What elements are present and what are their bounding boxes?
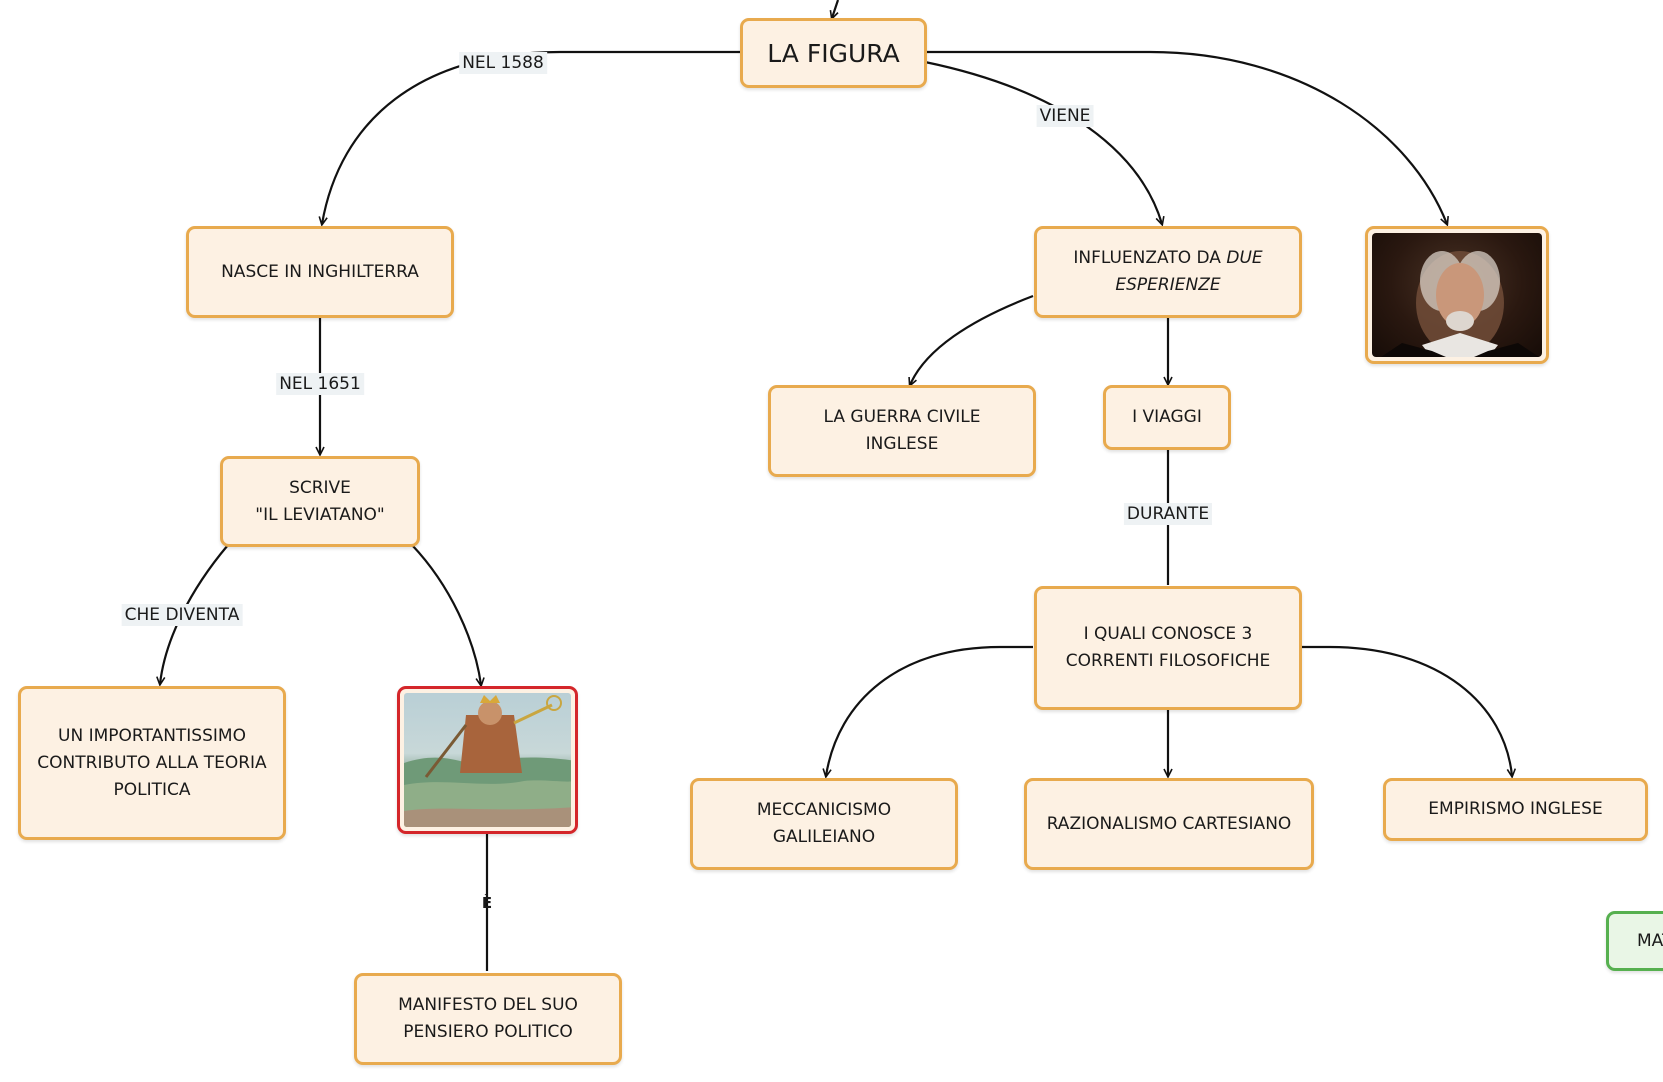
edge-label-e: È [481,894,493,912]
node-contributo-line-3: POLITICA [113,779,191,800]
edge-label-viene: VIENE [1036,105,1094,127]
node-quali-line-1: I QUALI CONOSCE 3 [1083,624,1253,644]
node-razionalismo[interactable]: RAZIONALISMO CARTESIANO [1024,778,1314,870]
node-quali-line-2: CORRENTI FILOSOFICHE [1065,651,1271,671]
node-razionalismo-text: RAZIONALISMO CARTESIANO [1046,813,1292,834]
edge-quali-meccanicismo [826,645,1033,776]
edge-figura-nasce [322,50,740,224]
edge-label-che-diventa: CHE DIVENTA [121,604,243,626]
edge-figura-portrait [925,50,1447,224]
node-manifesto-line-1: MANIFESTO DEL SUO [398,995,578,1015]
node-influenzato[interactable]: INFLUENZATO DA DUE ESPERIENZE [1034,226,1302,318]
edge-figura-influenzato [924,60,1162,224]
portrait-drawing [1381,251,1539,357]
node-guerra-line-2: INGLESE [865,434,939,454]
node-meccanicismo-line-2: GALILEIANO [772,827,876,847]
node-scrive-leviatano[interactable]: SCRIVE "IL LEVIATANO" [220,456,420,547]
portrait-image [1372,233,1542,357]
node-green-partial[interactable]: MAT [1606,911,1663,971]
node-viaggi-text: I VIAGGI [1132,407,1202,427]
node-meccanicismo[interactable]: MECCANICISMO GALILEIANO [690,778,958,870]
node-green-text: MAT [1637,930,1663,951]
node-nasce-in-inghilterra[interactable]: NASCE IN INGHILTERRA [186,226,454,318]
node-manifesto-line-2: PENSIERO POLITICO [403,1022,573,1042]
node-i-viaggi[interactable]: I VIAGGI [1103,385,1231,450]
node-guerra-line-1: LA GUERRA CIVILE [823,407,981,427]
node-empirismo-text: EMPIRISMO INGLESE [1428,799,1603,819]
node-portrait-image[interactable] [1365,226,1549,364]
node-contributo-teoria-politica[interactable]: UN IMPORTANTISSIMO CONTRIBUTO ALLA TEORI… [18,686,286,840]
edge-label-nel-1651: NEL 1651 [276,373,364,395]
edge-label-durante: DURANTE [1123,503,1213,525]
node-scrive-line-2: "IL LEVIATANO" [255,504,385,525]
node-leviathan-image[interactable] [397,686,578,834]
node-la-figura-text: LA FIGURA [767,38,900,68]
node-influenzato-line-1: INFLUENZATO DA DUE [1073,245,1262,272]
node-la-figura[interactable]: LA FIGURA [740,18,927,88]
influenzato-italic-due: DUE [1226,248,1263,268]
edge-quali-empirismo [1302,645,1512,776]
leviathan-image [404,693,571,827]
edge-label-nel-1588: NEL 1588 [459,52,547,74]
edge-influenzato-guerra [910,294,1034,385]
node-guerra-civile[interactable]: LA GUERRA CIVILE INGLESE [768,385,1036,477]
node-contributo-line-2: CONTRIBUTO ALLA TEORIA [37,752,267,773]
node-influenzato-line-2: ESPERIENZE [1115,275,1221,295]
node-nasce-text: NASCE IN INGHILTERRA [221,261,419,282]
node-i-quali-conosce[interactable]: I QUALI CONOSCE 3 CORRENTI FILOSOFICHE [1034,586,1302,710]
edge-scrive-leviathan [411,544,481,685]
edge-top-incoming [832,0,840,18]
influenzato-text: INFLUENZATO DA [1073,248,1221,268]
leviathan-drawing [404,695,571,827]
node-contributo-line-1: UN IMPORTANTISSIMO [58,725,246,746]
node-empirismo[interactable]: EMPIRISMO INGLESE [1383,778,1648,841]
node-manifesto[interactable]: MANIFESTO DEL SUO PENSIERO POLITICO [354,973,622,1065]
node-scrive-line-1: SCRIVE [289,477,351,498]
node-meccanicismo-line-1: MECCANICISMO [756,800,892,820]
